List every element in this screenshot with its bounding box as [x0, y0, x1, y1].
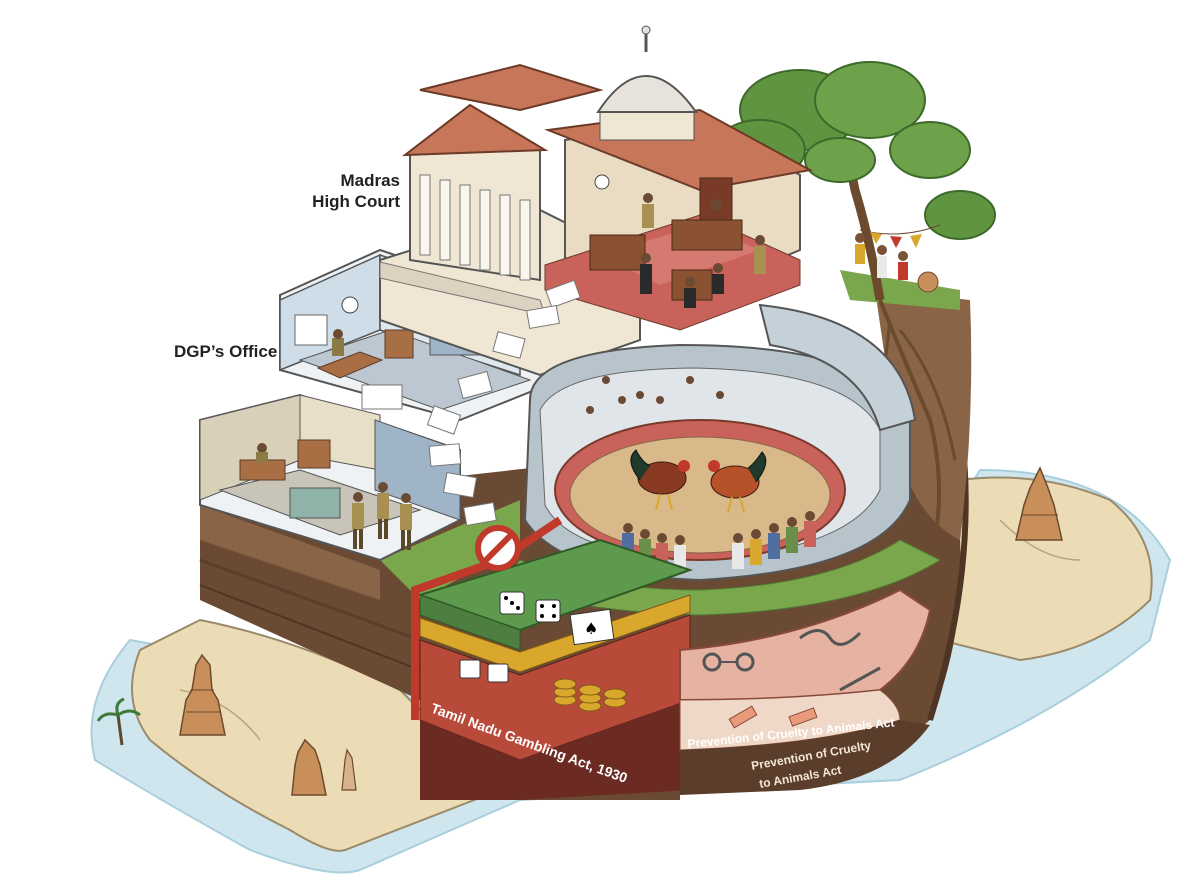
police-station: [199, 393, 461, 562]
high-court-label-line1: Madras: [340, 171, 400, 190]
temple-small: [291, 738, 357, 796]
land-map: [131, 476, 1153, 852]
palm-tree: [96, 697, 141, 746]
festival-bunting: [859, 224, 941, 248]
gambling-strata: ♠: [416, 538, 694, 800]
cruelty-strata: [679, 588, 932, 795]
high-court-label: Madras High Court: [300, 170, 400, 212]
temple-right: [1015, 466, 1063, 541]
temple-left: [179, 653, 226, 736]
prohibition-sign: [411, 516, 563, 720]
villagers-group: [855, 233, 939, 293]
dgp-office-label: DGP’s Office: [174, 342, 278, 361]
high-court-label-line2: High Court: [312, 192, 400, 211]
cockfight-arena: [523, 303, 917, 582]
svg-text:♠: ♠: [584, 619, 598, 638]
high-court-building: [379, 25, 813, 377]
documents-flow: [361, 279, 581, 527]
